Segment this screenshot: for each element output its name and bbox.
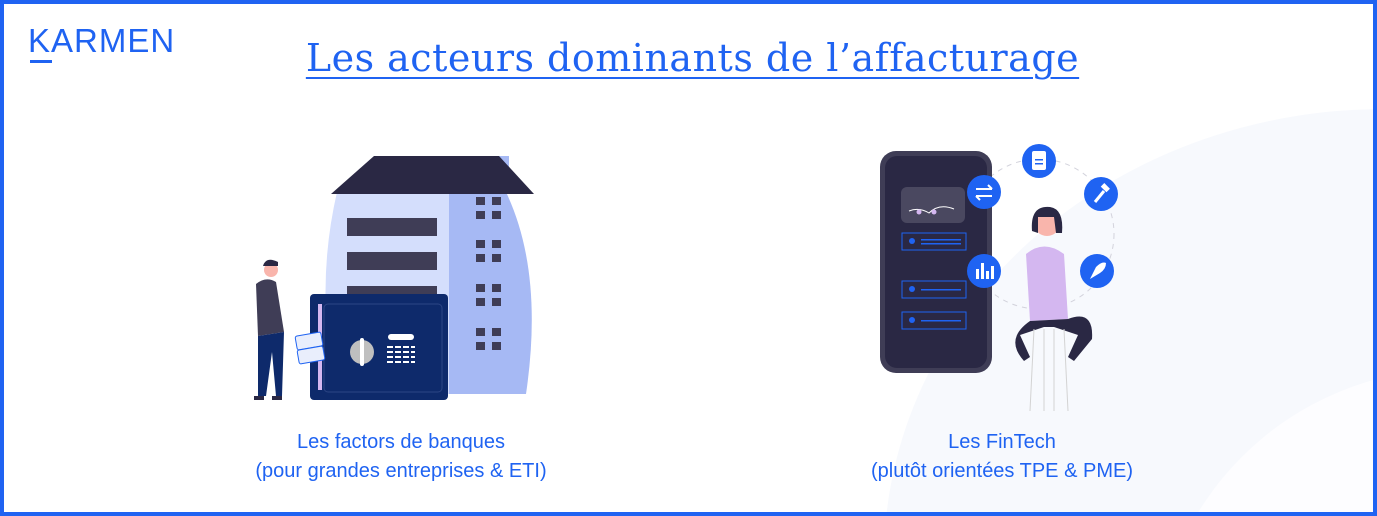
karmen-logo: KARMEN [28, 22, 176, 63]
bank-building-safe-illustration [254, 156, 534, 400]
rocket-icon [1080, 254, 1114, 288]
page-title: Les acteurs dominants de l’affacturage [4, 36, 1373, 80]
caption-banks-subtitle: (pour grandes entreprises & ETI) [255, 460, 547, 482]
fintech-phone-woman-illustration [880, 144, 1118, 412]
hammer-icon [1084, 177, 1118, 211]
chart-icon [967, 254, 1001, 288]
caption-banks-title: Les factors de banques [297, 431, 505, 453]
caption-fintech: Les FinTech (plutôt orientées TPE & PME) [752, 428, 1252, 486]
caption-fintech-subtitle: (plutôt orientées TPE & PME) [871, 460, 1133, 482]
logo-text: KARMEN [28, 22, 176, 59]
caption-banks: Les factors de banques (pour grandes ent… [151, 428, 651, 486]
page-title-text: Les acteurs dominants de l’affacturage [305, 36, 1080, 80]
caption-fintech-title: Les FinTech [948, 431, 1056, 453]
logo-underline [30, 60, 52, 63]
transfer-icon [967, 175, 1001, 209]
document-icon [1022, 144, 1056, 178]
